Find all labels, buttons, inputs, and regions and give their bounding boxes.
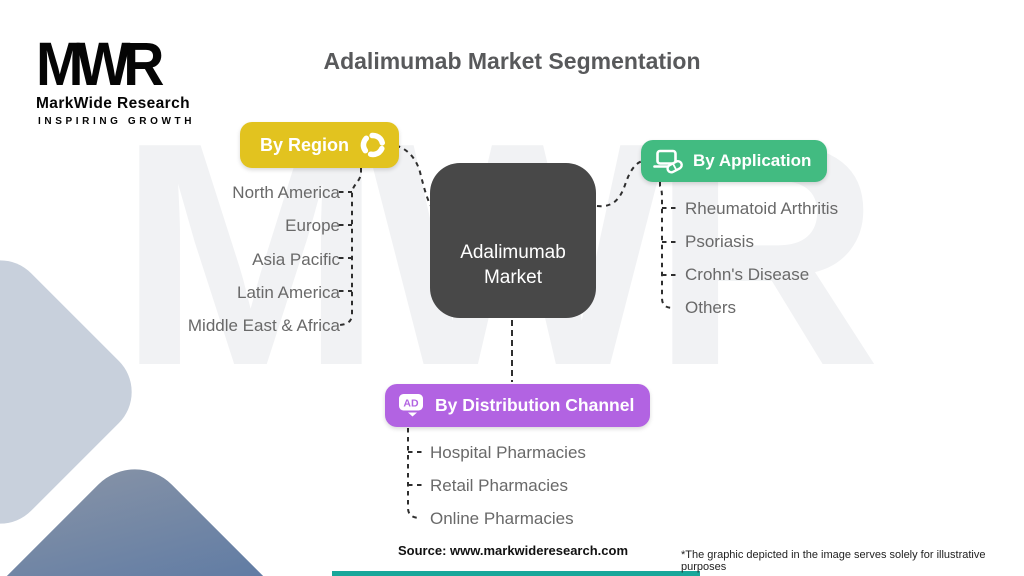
- distribution-item-list: Hospital Pharmacies Retail Pharmacies On…: [430, 436, 586, 536]
- application-item: Crohn's Disease: [685, 265, 810, 285]
- distribution-item: Retail Pharmacies: [430, 475, 568, 495]
- brand-logo-name: MarkWide Research: [36, 95, 190, 112]
- distribution-item: Hospital Pharmacies: [430, 442, 586, 462]
- application-item: Others: [685, 298, 737, 318]
- segment-badge-region: By Region: [240, 122, 400, 168]
- region-item: Middle East & Africa: [187, 316, 340, 336]
- brand-logo-tagline: INSPIRING GROWTH: [38, 116, 196, 127]
- distribution-item: Online Pharmacies: [430, 509, 574, 529]
- footer-accent-bar: [332, 571, 700, 576]
- segment-badge-region-label: By Region: [260, 134, 350, 155]
- device-pill-icon: [653, 149, 684, 174]
- segment-badge-application: By Application: [641, 140, 828, 182]
- region-item: Europe: [285, 216, 340, 236]
- center-node-label: Adalimumab Market: [460, 241, 566, 288]
- region-item: Asia Pacific: [252, 249, 340, 269]
- connector-distribution-spine: [407, 428, 421, 519]
- globe-arrows-icon: [359, 131, 387, 159]
- page-title: Adalimumab Market Segmentation: [323, 48, 701, 74]
- disclaimer-text: *The graphic depicted in the image serve…: [681, 549, 986, 573]
- application-item: Rheumatoid Arthritis: [685, 198, 839, 218]
- svg-text:AD: AD: [403, 398, 419, 410]
- region-item: Latin America: [237, 282, 340, 302]
- ad-bubble-icon: AD: [397, 392, 426, 419]
- source-text: Source: www.markwideresearch.com: [398, 543, 629, 558]
- region-item-list: North America Europe Asia Pacific Latin …: [188, 176, 340, 342]
- segment-badge-application-label: By Application: [693, 151, 812, 170]
- application-item: Psoriasis: [685, 231, 754, 251]
- segment-badge-distribution-label: By Distribution Channel: [435, 395, 635, 415]
- region-item: North America: [232, 183, 340, 202]
- brand-logo: MWR MarkWide Research INSPIRING GROWTH: [36, 29, 196, 127]
- segment-badge-distribution: AD By Distribution Channel: [385, 384, 651, 427]
- application-item-list: Rheumatoid Arthritis Psoriasis Crohn's D…: [685, 192, 838, 325]
- brand-logo-acronym: MWR: [36, 29, 164, 99]
- center-node: Adalimumab Market: [430, 163, 596, 318]
